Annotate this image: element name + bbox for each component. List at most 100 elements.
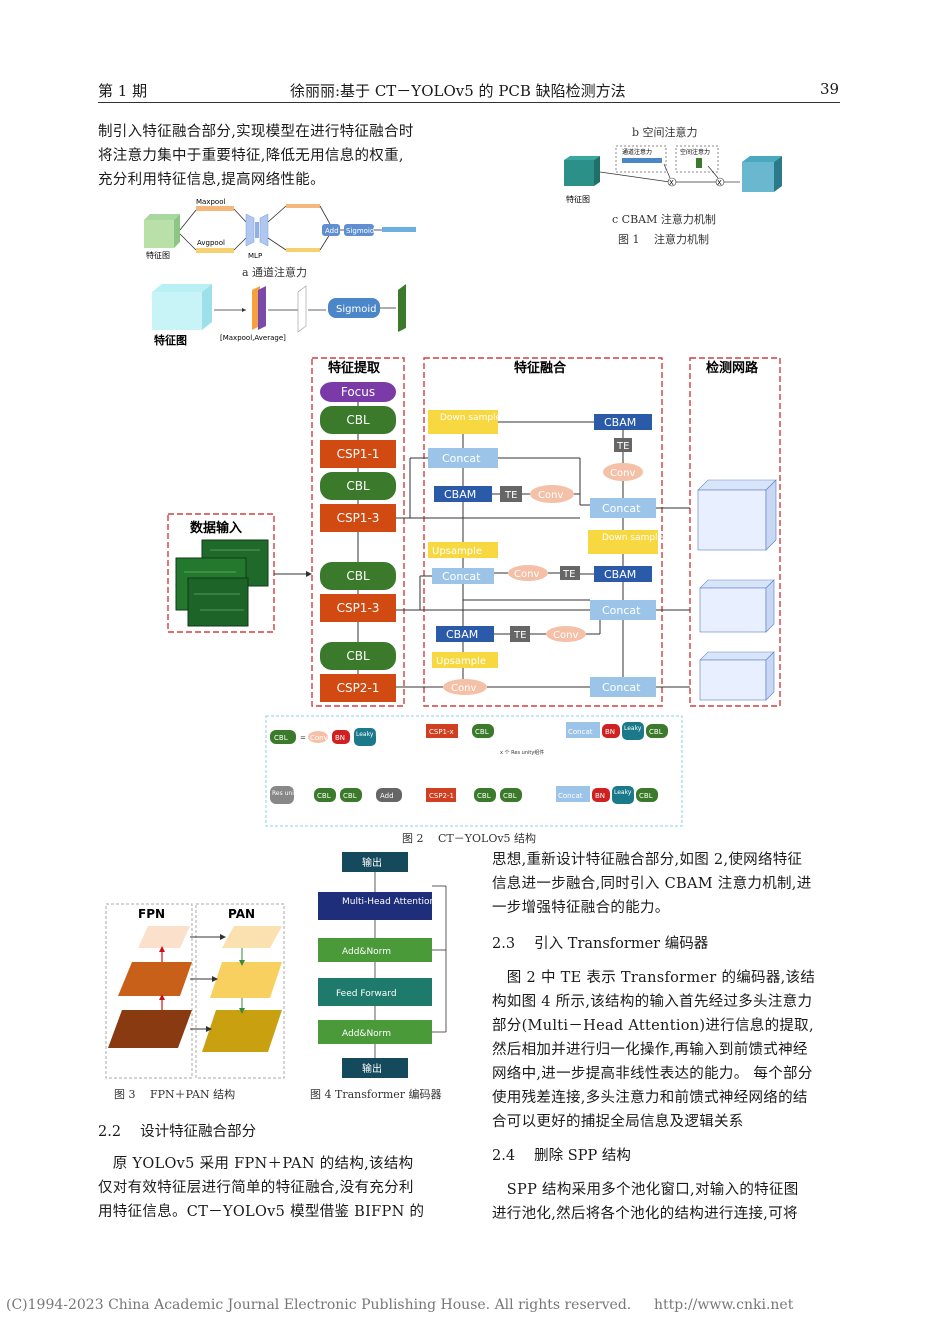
- encoder-output-top: [342, 852, 408, 872]
- svg-text:CBL: CBL: [274, 734, 288, 742]
- svg-text:Upsample: Upsample: [432, 546, 482, 557]
- svg-text:Add: Add: [380, 792, 394, 800]
- add-norm-block-1: [318, 938, 432, 962]
- svg-text:Feed Forward: Feed Forward: [336, 989, 397, 999]
- conv-node-e: [443, 679, 487, 695]
- svg-text:CBAM: CBAM: [604, 568, 636, 581]
- copyright-notice: (C)1994-2023 China Academic Journal Elec…: [6, 1297, 632, 1313]
- avgpool-label: Avgpool: [197, 239, 225, 247]
- backbone-block-label: CBL: [346, 479, 370, 493]
- cbam-spatial-label: 空间注意力: [680, 148, 710, 156]
- fpn-label: FPN: [138, 907, 165, 921]
- input-section-label: 数据输入: [190, 520, 242, 536]
- svg-text:Concat: Concat: [442, 570, 481, 583]
- svg-text:TE: TE: [562, 569, 575, 580]
- multi-head-attention-block: [318, 892, 432, 920]
- te-node-d: [510, 626, 530, 642]
- backbone-block-label: Focus: [341, 385, 375, 399]
- svg-text:BN: BN: [595, 792, 605, 800]
- svg-text:Down sample: Down sample: [602, 533, 664, 543]
- right-paragraph-1: 思想,重新设计特征融合部分,如图 2,使网络特征 信息进一步融合,同时引入 CB…: [492, 852, 812, 916]
- section-2-4-heading: 2.4 删除 SPP 结构: [492, 1148, 631, 1164]
- backbone-block-label: CSP1-3: [337, 511, 380, 525]
- header-rule: [98, 102, 840, 103]
- svg-text:Leaky relu: Leaky relu: [356, 731, 387, 738]
- svg-text:TE: TE: [616, 441, 629, 452]
- backbone-block-csp2-1: [320, 674, 396, 702]
- pan-label: PAN: [228, 907, 255, 921]
- fpn-box: [105, 903, 193, 1079]
- te-node-a: [614, 438, 632, 452]
- svg-text:=: =: [300, 734, 306, 742]
- neck-section: [423, 357, 663, 707]
- conv-node-b: [530, 485, 574, 503]
- upsample-node-2: [432, 652, 498, 668]
- legend-box: [265, 715, 683, 827]
- sigmoid-node-a: [344, 224, 374, 236]
- conv-node-d: [546, 626, 586, 642]
- neck-label: 特征融合: [514, 360, 567, 376]
- svg-text:Res unity: Res unity: [272, 790, 300, 797]
- fpn-level-2: [118, 962, 192, 996]
- conv-node-a: [603, 463, 643, 481]
- pool-label: [Maxpool,Average]: [220, 334, 286, 342]
- svg-text:Conv: Conv: [514, 569, 539, 580]
- feature-map-b: [152, 292, 202, 330]
- cnki-link[interactable]: http://www.cnki.net: [654, 1297, 794, 1313]
- svg-text:CSP1-x: CSP1-x: [429, 728, 454, 736]
- svg-text:CBL: CBL: [503, 792, 517, 800]
- svg-text:TE: TE: [513, 630, 526, 641]
- backbone-block-label: CSP1-1: [337, 447, 380, 461]
- svg-text:Upsample: Upsample: [436, 656, 486, 667]
- svg-text:CBL: CBL: [477, 792, 491, 800]
- backbone-block-cbl: [320, 406, 396, 434]
- fig3-caption: 图 3 FPN＋PAN 结构: [114, 1088, 236, 1101]
- svg-text:Add&Norm: Add&Norm: [342, 1029, 391, 1039]
- figure-3-fpn-pan: FPN PAN: [105, 903, 285, 1079]
- svg-text:Concat: Concat: [558, 792, 583, 800]
- svg-text:CBAM: CBAM: [446, 628, 478, 641]
- svg-text:BN: BN: [335, 734, 345, 742]
- feature-label-c: 特征图: [566, 194, 590, 204]
- svg-text:CBL: CBL: [475, 728, 489, 736]
- cbam-node-d: [436, 626, 494, 642]
- backbone-block-cbl: [320, 642, 396, 670]
- issue-number: 第 1 期: [98, 82, 148, 100]
- pan-level-3: [202, 1010, 282, 1052]
- svg-text:Conv: Conv: [451, 683, 476, 694]
- svg-text:Conv: Conv: [553, 630, 578, 641]
- svg-text:Leaky relu: Leaky relu: [614, 789, 645, 796]
- backbone-block-label: CBL: [346, 569, 370, 583]
- svg-text:Sigmoid: Sigmoid: [336, 304, 376, 315]
- feed-forward-block: [318, 978, 432, 1006]
- section-2-3-heading: 2.3 引入 Transformer 编码器: [492, 936, 709, 952]
- backbone-block-label: CSP2-1: [337, 681, 380, 695]
- detection-head-large: [697, 479, 777, 551]
- svg-text:X: X: [669, 179, 674, 187]
- backbone-block-csp1-1: [320, 440, 396, 468]
- detection-head-small: [699, 651, 775, 701]
- conv-node-c: [508, 565, 548, 581]
- fpn-level-1: [108, 1010, 192, 1048]
- upsample-node-1: [428, 542, 498, 558]
- section-2-3-paragraph: 图 2 中 TE 表示 Transformer 的编码器,该结 构如图 4 所示…: [492, 970, 816, 1130]
- backbone-block-csp1-3: [320, 594, 396, 622]
- svg-text:Concat: Concat: [568, 728, 593, 736]
- svg-text:输出: 输出: [362, 856, 382, 869]
- fpn-level-3: [138, 926, 190, 948]
- sigmoid-node-b: [328, 298, 380, 318]
- backbone-block-cbl: [320, 562, 396, 590]
- add-norm-block-2: [318, 1020, 432, 1044]
- cbam-node-c: [594, 566, 652, 582]
- svg-text:x 个 Res unity组件: x 个 Res unity组件: [500, 749, 544, 756]
- downsample-node-2: [588, 530, 658, 554]
- svg-text:输出: 输出: [362, 1062, 382, 1075]
- svg-text:CBL: CBL: [317, 792, 331, 800]
- te-node-c: [560, 566, 580, 580]
- concat-node-c: [432, 568, 494, 584]
- section-2-2-heading: 2.2 设计特征融合部分: [98, 1124, 257, 1140]
- fig4-caption: 图 4 Transformer 编码器: [310, 1088, 442, 1101]
- svg-text:Concat: Concat: [442, 452, 481, 465]
- svg-text:Conv: Conv: [310, 734, 328, 742]
- backbone-block-focus: [320, 382, 396, 402]
